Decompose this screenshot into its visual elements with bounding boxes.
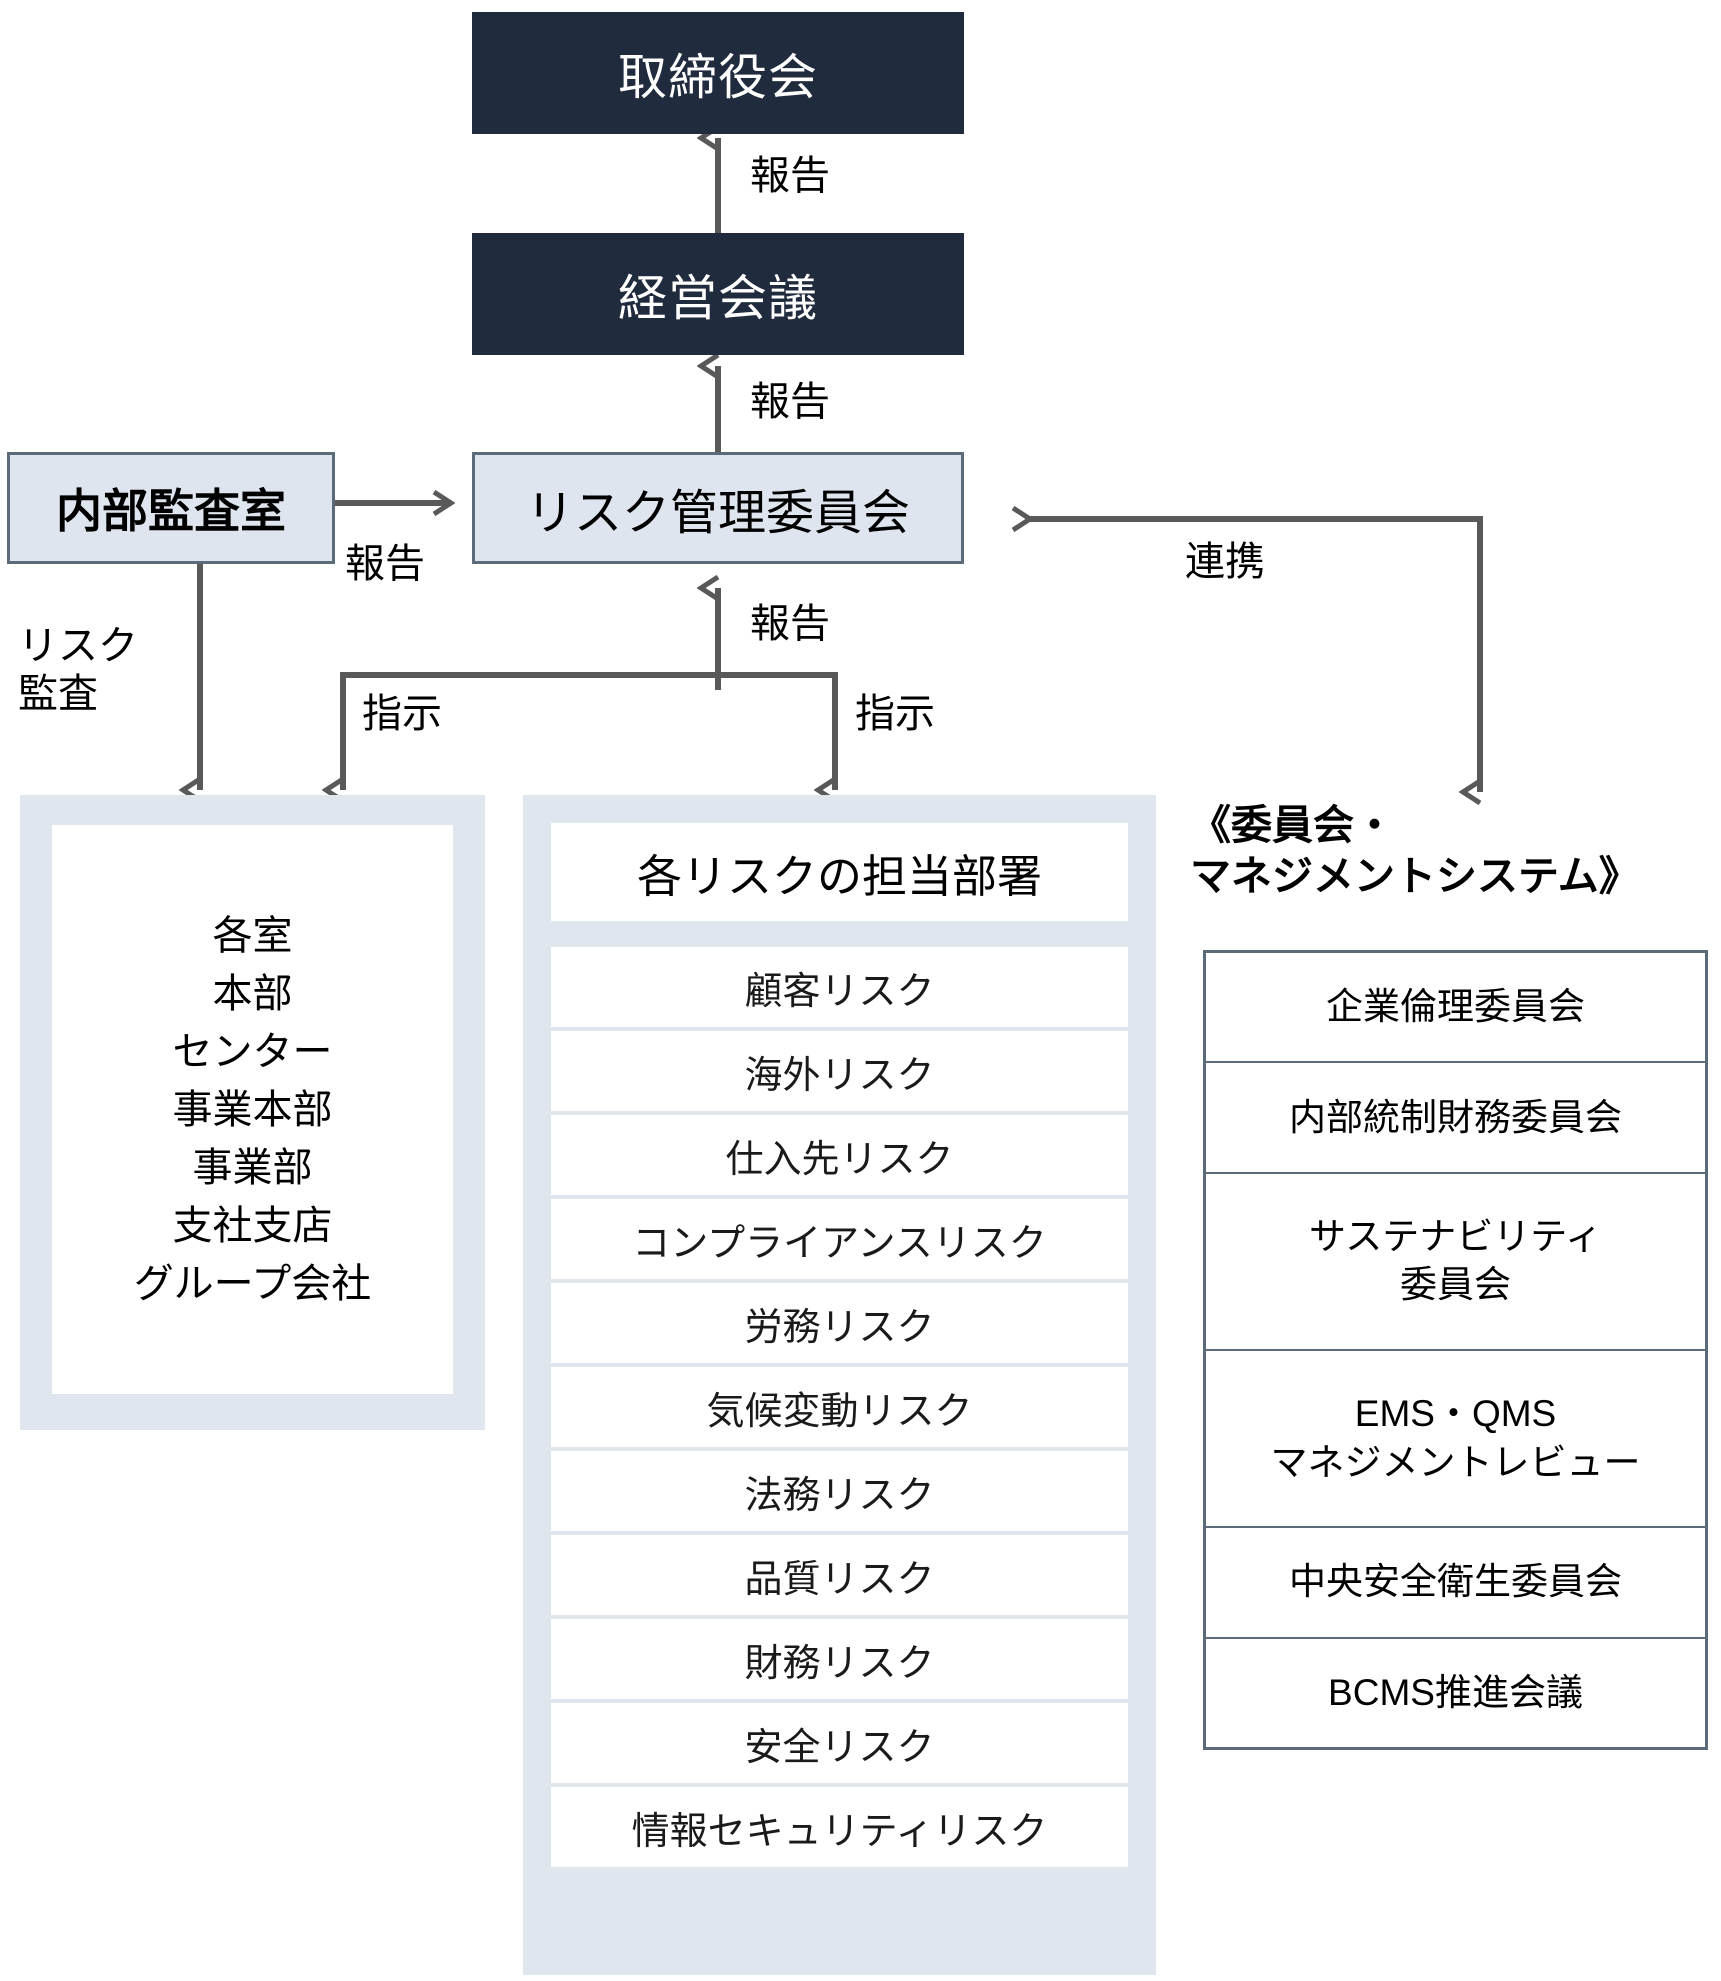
edge-label-report-audit: 報告 — [345, 542, 425, 586]
table-row[interactable]: BCMS推進会議 — [1203, 1636, 1708, 1750]
arrow-instruct-right-branch — [718, 672, 838, 790]
edge-label-report-departments: 報告 — [750, 602, 830, 646]
list-item[interactable]: 海外リスク — [551, 1031, 1128, 1111]
committee-table: 企業倫理委員会 内部統制財務委員会 サステナビリティ 委員会 EMS・QMS マ… — [1203, 950, 1708, 1750]
list-item[interactable]: コンプライアンスリスク — [551, 1199, 1128, 1279]
list-item[interactable]: 気候変動リスク — [551, 1367, 1128, 1447]
list-item[interactable]: 財務リスク — [551, 1619, 1128, 1699]
node-internal-audit-office[interactable]: 内部監査室 — [7, 452, 335, 564]
edge-label-instruct-left: 指示 — [362, 692, 442, 736]
org-units-panel: 各室 本部 センター 事業本部 事業部 支社支店 グループ会社 — [20, 795, 485, 1430]
list-item: センター — [172, 1029, 333, 1074]
org-units-list: 各室 本部 センター 事業本部 事業部 支社支店 グループ会社 — [52, 825, 453, 1394]
list-item[interactable]: 中央安全衛生委員会 — [1203, 1526, 1708, 1639]
arrow-instruct-left-branch — [343, 588, 721, 790]
risk-departments-panel: 各リスクの担当部署 顧客リスク 海外リスク 仕入先リスク コンプライアンスリスク… — [523, 795, 1156, 1975]
list-item[interactable]: 内部統制財務委員会 — [1203, 1061, 1708, 1174]
committee-panel-title: 《委員会・ マネジメントシステム》 — [1190, 802, 1640, 900]
list-item: グループ会社 — [133, 1261, 372, 1306]
table-row[interactable]: 企業倫理委員会 — [1203, 950, 1708, 1064]
edge-label-risk-audit: リスク 監査 — [18, 624, 138, 716]
edge-label-instruct-right: 指示 — [855, 692, 935, 736]
committee-panel: 企業倫理委員会 内部統制財務委員会 サステナビリティ 委員会 EMS・QMS マ… — [1203, 950, 1708, 1750]
list-item[interactable]: 品質リスク — [551, 1535, 1128, 1615]
table-row[interactable]: 内部統制財務委員会 — [1203, 1061, 1708, 1174]
list-item: 事業部 — [192, 1145, 313, 1190]
risk-panel-header: 各リスクの担当部署 — [551, 823, 1128, 921]
list-item[interactable]: サステナビリティ 委員会 — [1203, 1171, 1708, 1351]
list-item[interactable]: 労務リスク — [551, 1283, 1128, 1363]
list-item[interactable]: EMS・QMS マネジメントレビュー — [1203, 1348, 1708, 1529]
list-item: 支社支店 — [172, 1203, 333, 1248]
edge-label-coordination: 連携 — [1185, 540, 1265, 584]
node-risk-management-committee[interactable]: リスク管理委員会 — [472, 452, 964, 564]
list-item[interactable]: BCMS推進会議 — [1203, 1636, 1708, 1750]
edge-label-report-board: 報告 — [750, 154, 830, 198]
table-row[interactable]: 中央安全衛生委員会 — [1203, 1526, 1708, 1639]
list-item: 事業本部 — [172, 1087, 333, 1132]
list-item[interactable]: 企業倫理委員会 — [1203, 950, 1708, 1064]
edge-label-report-management: 報告 — [750, 380, 830, 424]
list-item[interactable]: 仕入先リスク — [551, 1115, 1128, 1195]
table-row[interactable]: サステナビリティ 委員会 — [1203, 1171, 1708, 1351]
table-row[interactable]: EMS・QMS マネジメントレビュー — [1203, 1348, 1708, 1529]
node-board-of-directors[interactable]: 取締役会 — [472, 12, 964, 134]
list-item: 各室 — [212, 913, 293, 958]
list-item[interactable]: 法務リスク — [551, 1451, 1128, 1531]
list-item[interactable]: 情報セキュリティリスク — [551, 1787, 1128, 1867]
list-item[interactable]: 顧客リスク — [551, 947, 1128, 1027]
node-management-meeting[interactable]: 経営会議 — [472, 233, 964, 355]
list-item: 本部 — [212, 971, 293, 1016]
list-item[interactable]: 安全リスク — [551, 1703, 1128, 1783]
